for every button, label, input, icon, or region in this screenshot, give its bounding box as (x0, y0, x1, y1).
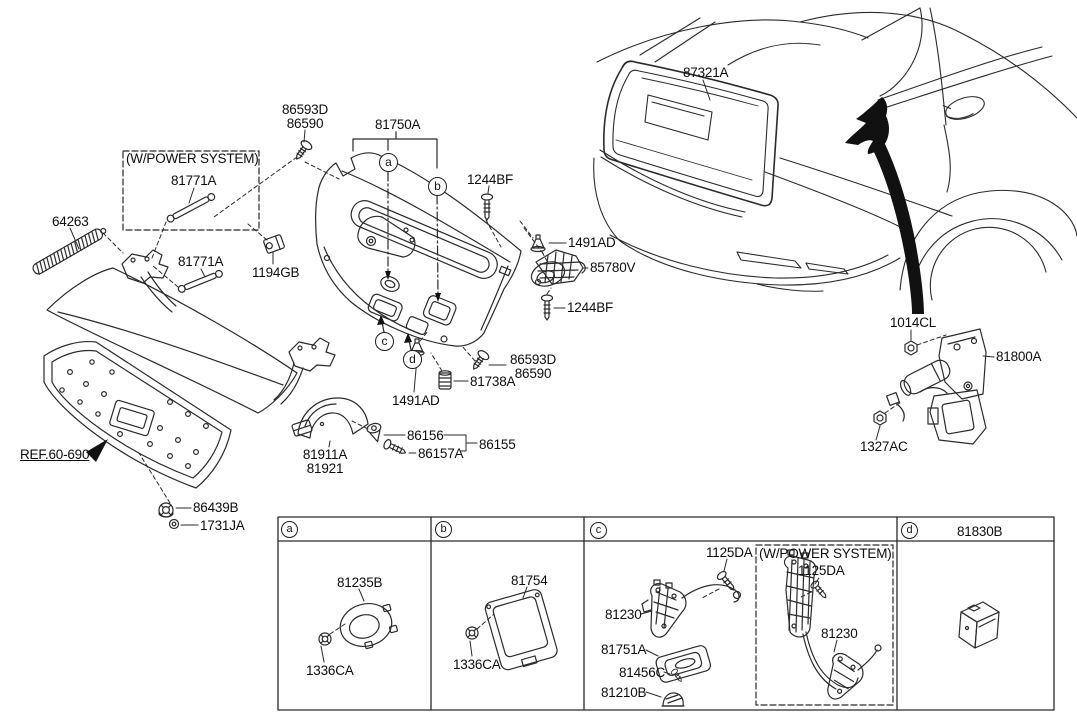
callout-c-main: c (375, 332, 394, 351)
label-1731ja: 1731JA (200, 518, 245, 533)
screw-86593d-bottom (473, 350, 490, 370)
latch-81230-c-art (641, 579, 687, 638)
label-1327ac: 1327AC (860, 439, 908, 454)
screw-86593d-top (296, 140, 313, 160)
power-latch-81230-art (783, 549, 817, 638)
table-header-a: a (281, 521, 298, 538)
label-1244bf-mid: 1244BF (567, 300, 614, 315)
cover-81754-art (484, 589, 558, 671)
label-81210b: 81210B (601, 685, 647, 700)
label-81456c: 81456C (619, 665, 666, 680)
label-81750a: 81750A (375, 117, 421, 132)
trim-panel-art (315, 152, 522, 347)
hinge-right-art (273, 337, 336, 405)
screw-86157a (383, 439, 407, 454)
label-86155: 86155 (479, 437, 516, 452)
label-1336ca-b: 1336CA (453, 657, 501, 672)
power-system-box (122, 150, 260, 231)
callout-b-main: b (428, 177, 447, 196)
screw-1244bf-top (480, 193, 494, 221)
label-ref-60-690: REF.60-690 (20, 447, 90, 462)
car-rear-art (593, 7, 1077, 301)
power-latch-81230-lower-art (827, 652, 864, 700)
weatherstrip-87321a-art (603, 60, 779, 207)
label-1491ad-bottom: 1491AD (392, 393, 440, 408)
lamp-81830b-art (958, 601, 1000, 649)
latch-81800a-art (885, 328, 987, 445)
pointer-arrow-art (845, 97, 924, 314)
label-81738a: 81738A (470, 374, 516, 389)
ref-arrow (86, 439, 108, 462)
power-system-note-main: (W/POWER SYSTEM) (126, 151, 259, 166)
coil-spring-art (32, 227, 107, 275)
label-86157a: 86157A (418, 446, 464, 461)
screw-1244bf-mid (540, 294, 554, 321)
gas-strut-upper-art (166, 192, 216, 223)
label-81754: 81754 (511, 573, 548, 588)
label-86439b: 86439B (193, 500, 239, 515)
power-latch-wire (857, 649, 878, 671)
cable-81230-c (681, 584, 740, 603)
label-1194gb: 1194GB (252, 265, 300, 280)
table-header-d: d (901, 522, 918, 539)
power-system-box-table (755, 544, 894, 706)
nut-86439b (158, 502, 174, 518)
bushing-1194gb (263, 234, 285, 254)
hinge-left-art (121, 249, 177, 313)
table-header-b: b (435, 521, 452, 538)
label-81230-power: 81230 (821, 626, 858, 641)
nut-1014cl (904, 340, 918, 356)
label-1244bf-top: 1244BF (467, 172, 514, 187)
ring-81235b-art (339, 603, 399, 650)
retainer-86156 (366, 422, 382, 443)
clip-1731ja (168, 518, 180, 530)
parts-table-grid (277, 516, 1055, 711)
callout-lines (352, 131, 441, 351)
trunk-lid-art (43, 267, 298, 489)
label-81800a: 81800A (996, 349, 1042, 364)
label-1014cl: 1014CL (890, 315, 937, 330)
label-81830b: 81830B (957, 524, 1003, 539)
screw-81456c-art (670, 668, 682, 682)
label-81230-c: 81230 (605, 607, 642, 622)
label-81751a: 81751A (601, 642, 647, 657)
label-87321a: 87321A (683, 65, 729, 80)
power-system-note-table: (W/POWER SYSTEM) (759, 546, 892, 561)
dashed-leaders (102, 156, 947, 635)
gas-strut-lower-art (177, 269, 223, 293)
label-86593d-86590-top: 86593D 86590 (281, 102, 329, 132)
label-81771a-upper: 81771A (171, 173, 217, 188)
label-1336ca-a: 1336CA (306, 663, 354, 678)
label-85780v: 85780V (590, 260, 636, 275)
nut-1327ac (873, 410, 887, 426)
power-wire-end (874, 644, 882, 652)
label-81235b: 81235B (337, 575, 383, 590)
latch-85780v-art (530, 249, 586, 287)
screw-1125da-c (716, 570, 735, 591)
label-64263: 64263 (52, 214, 89, 229)
label-81771a-lower: 81771A (178, 254, 224, 269)
grommet-81738a (438, 370, 452, 390)
label-1491ad-right: 1491AD (568, 235, 616, 250)
screw-1125da-power (810, 580, 827, 599)
label-1125da-power: 1125DA (798, 563, 845, 578)
nut-1336ca-a (318, 632, 332, 646)
callout-a-main: a (379, 153, 398, 172)
label-86156: 86156 (407, 428, 444, 443)
table-header-c: c (590, 522, 607, 539)
label-86593d-86590-bottom: 86593D 86590 (509, 352, 557, 382)
power-cable (802, 631, 859, 690)
handle-81911a-art (291, 397, 369, 439)
cable-end-c (732, 590, 742, 600)
label-81911a-81921: 81911A 81921 (302, 447, 348, 477)
trim-81751a-art (655, 645, 712, 683)
bumper-81210b-art (661, 692, 685, 707)
callout-d-main: d (403, 350, 422, 369)
nut-1336ca-b (465, 626, 479, 640)
label-1125da-c: 1125DA (706, 545, 753, 560)
